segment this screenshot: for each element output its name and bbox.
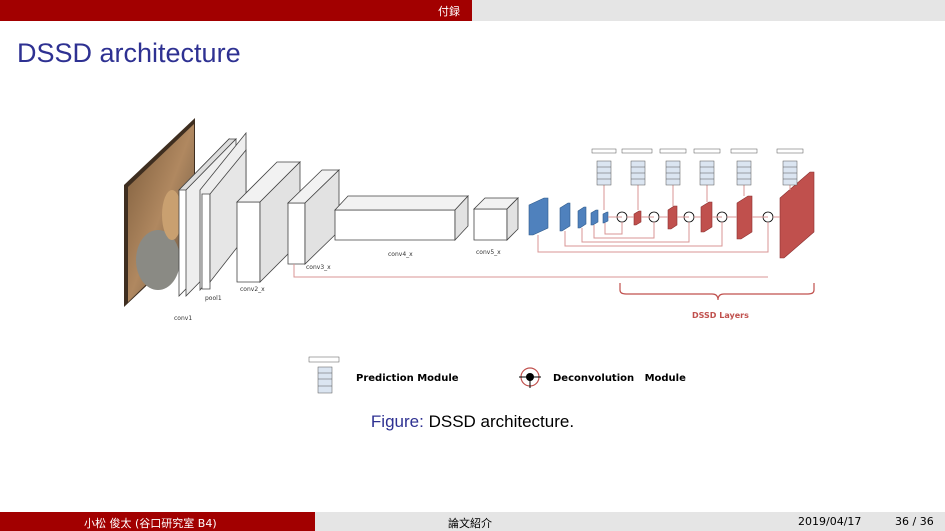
section-name[interactable]: 付録 — [438, 5, 460, 18]
label-conv2: conv2_x — [240, 286, 265, 293]
label-conv3: conv3_x — [306, 264, 331, 271]
connection-lines — [293, 185, 791, 278]
footer-page-number: 36 / 36 — [895, 515, 934, 528]
label-dssd-layers: DSSD Layers — [692, 311, 749, 320]
label-conv5: conv5_x — [476, 249, 501, 256]
deconvolution-module-legend-icon — [519, 367, 541, 388]
prediction-module — [659, 148, 687, 186]
top-navigation-bar: 付録 — [0, 0, 945, 21]
legend-deconvolution-label: Deconvolution Module — [553, 373, 686, 384]
footer-date: 2019/04/17 — [798, 515, 862, 528]
top-bar-right — [472, 0, 945, 21]
footer-title: 論文紹介 — [448, 517, 492, 530]
prediction-module-legend-icon — [308, 356, 340, 394]
figure-caption: Figure: DSSD architecture. — [0, 412, 945, 432]
label-conv4: conv4_x — [388, 251, 413, 258]
label-conv1: conv1 — [174, 315, 192, 322]
label-pool1: pool1 — [205, 295, 222, 302]
legend-prediction-label: Prediction Module — [356, 373, 459, 384]
prediction-module — [693, 148, 721, 186]
legend: Prediction Module Deconvolution Module — [308, 356, 686, 394]
slide-title: DSSD architecture — [17, 38, 241, 68]
prediction-modules — [591, 148, 804, 186]
dssd-red-blocks — [633, 171, 815, 259]
dssd-layers-brace — [619, 283, 815, 301]
footer-author: 小松 俊太 (谷口研究室 B4) — [84, 517, 217, 530]
prediction-module — [776, 148, 804, 186]
figure-label: Figure: — [370, 412, 424, 431]
slide-footer: 小松 俊太 (谷口研究室 B4) 論文紹介 2019/04/17 36 / 36 — [0, 512, 945, 531]
footer-title-box: 論文紹介 — [315, 512, 630, 531]
top-bar-left: 付録 — [0, 0, 472, 21]
ssd-blue-blocks — [528, 197, 609, 236]
vgg-layers — [178, 131, 519, 297]
footer-date-box: 2019/04/17 36 / 36 — [630, 512, 945, 531]
figure-caption-text: DSSD architecture. — [428, 412, 575, 431]
prediction-module — [730, 148, 758, 186]
prediction-module — [591, 148, 617, 186]
input-image — [124, 118, 195, 307]
prediction-module — [621, 148, 653, 186]
footer-author-box: 小松 俊太 (谷口研究室 B4) — [0, 512, 315, 531]
